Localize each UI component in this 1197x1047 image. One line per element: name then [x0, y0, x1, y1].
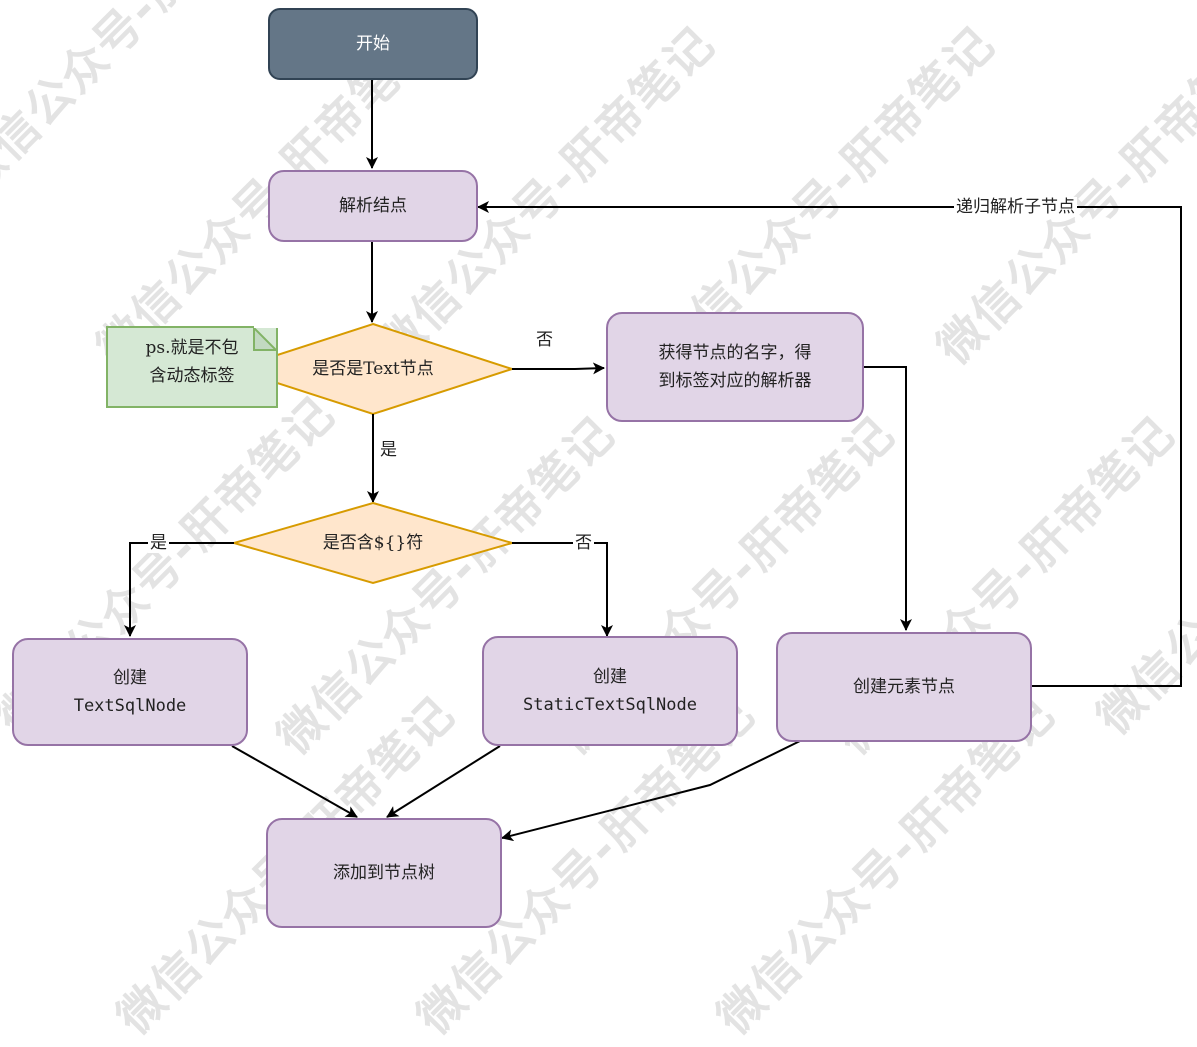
parse-node-box[interactable]: 解析结点 [268, 170, 478, 242]
note-line-2: 含动态标签 [149, 366, 235, 386]
get-parser-line-1: 获得节点的名字，得 [658, 343, 812, 363]
edge-static-to-tree [386, 745, 501, 818]
get-parser-box[interactable]: 获得节点的名字，得 到标签对应的解析器 [606, 312, 864, 422]
get-parser-line-2: 到标签对应的解析器 [658, 371, 812, 391]
edge-yes-to-text-sql-node [124, 542, 234, 637]
edge-no-to-static-text-sql-node [512, 542, 613, 637]
create-static-text-sql-node-box[interactable]: 创建 StaticTextSqlNode [482, 636, 738, 746]
create-static-line-1: 创建 [593, 667, 627, 687]
edge-recursive-parse-children [477, 201, 1182, 687]
edge-text-sql-to-tree [231, 745, 358, 818]
start-node[interactable]: 开始 [268, 8, 478, 80]
decision-has-dollar-label: 是否含${}符 [322, 533, 424, 553]
edge-label-no-2: 否 [573, 533, 594, 553]
edge-no-to-get-parser [512, 362, 605, 375]
decision-is-text-node-label: 是否是Text节点 [312, 359, 434, 379]
decision-has-dollar-brace [230, 501, 516, 585]
edge-label-no-1: 否 [534, 330, 555, 350]
note-line-1: ps.就是不包 [145, 338, 239, 358]
edge-element-to-tree [501, 740, 801, 842]
create-text-sql-line-1: 创建 [113, 668, 147, 688]
create-text-sql-node-box[interactable]: 创建 TextSqlNode [12, 638, 248, 746]
note-fold-icon [253, 326, 278, 351]
create-text-sql-line-2: TextSqlNode [73, 696, 187, 716]
edge-label-yes-2: 是 [148, 533, 169, 553]
create-element-node-box[interactable]: 创建元素节点 [776, 632, 1032, 742]
edge-parser-to-create-element [864, 366, 912, 631]
create-element-node-label: 创建元素节点 [853, 677, 955, 697]
flowchart-canvas [124, 80, 1182, 842]
edge-label-recursive: 递归解析子节点 [954, 197, 1077, 217]
add-to-tree-label: 添加到节点树 [333, 863, 435, 883]
parse-node-label: 解析结点 [339, 196, 407, 216]
edge-label-yes-1: 是 [378, 440, 399, 460]
start-label: 开始 [356, 34, 390, 54]
create-static-line-2: StaticTextSqlNode [523, 695, 697, 715]
add-to-tree-box[interactable]: 添加到节点树 [266, 818, 502, 928]
note-box: ps.就是不包 含动态标签 [106, 326, 278, 408]
